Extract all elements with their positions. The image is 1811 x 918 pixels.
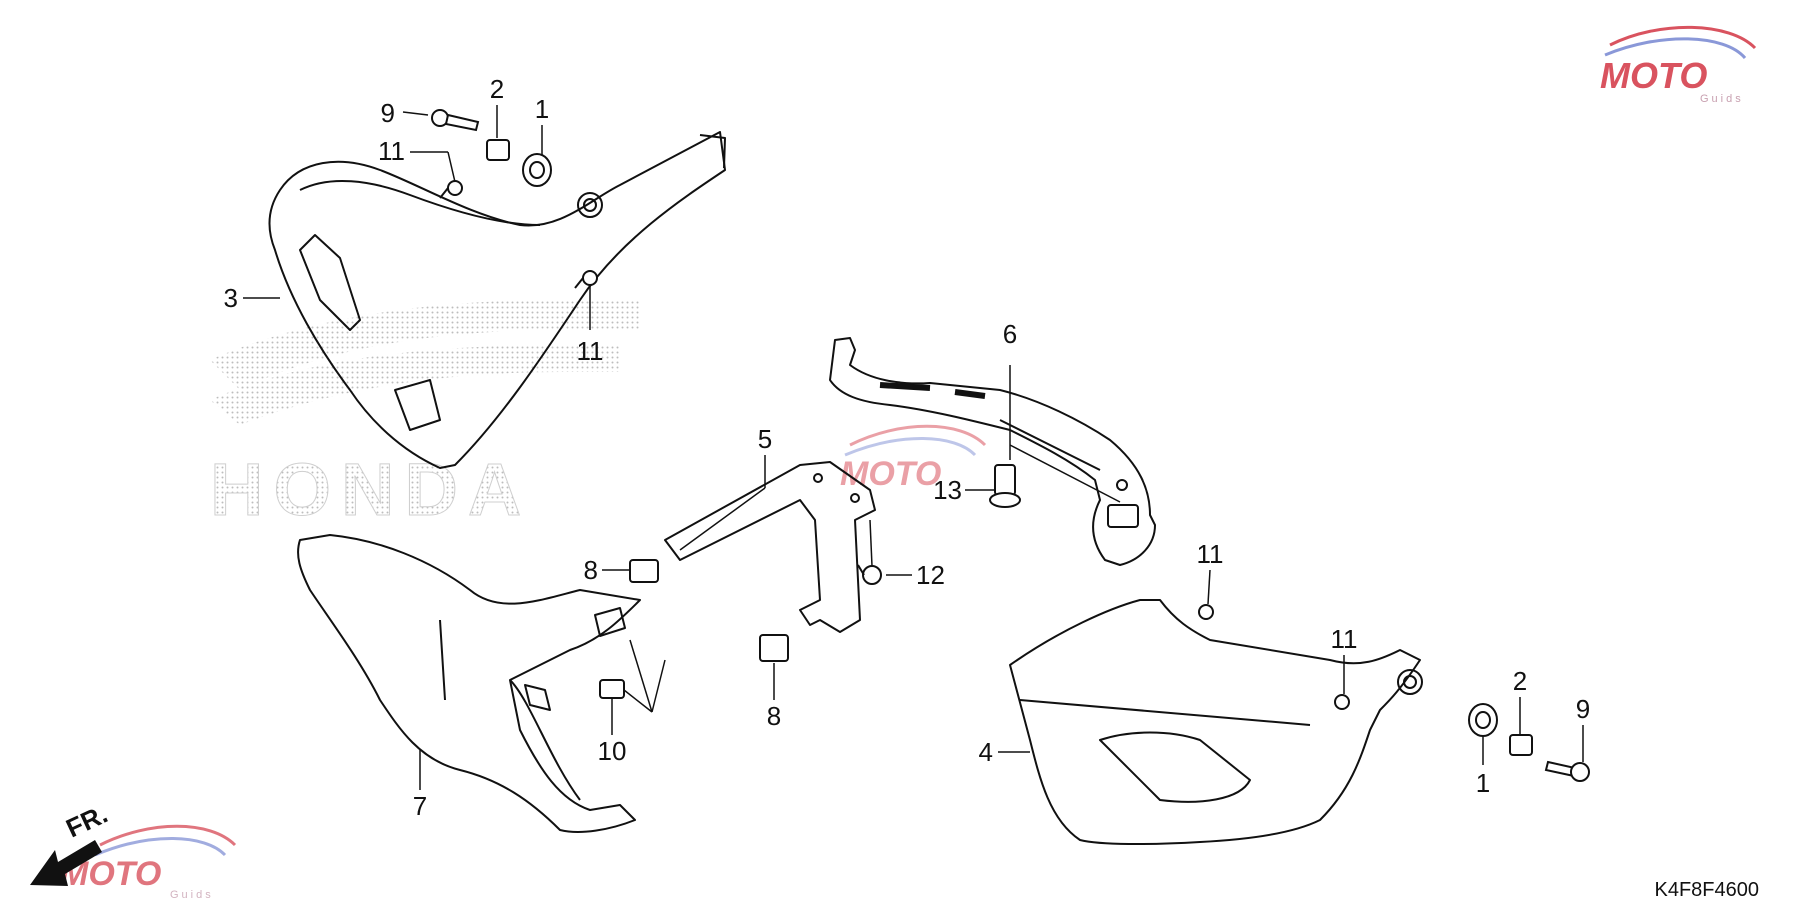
screw-11c (1198, 604, 1214, 620)
fasteners (431, 109, 1590, 782)
callouts: 9 2 1 11 3 11 6 5 13 8 12 8 10 7 11 11 2… (224, 74, 1591, 821)
moto-logo-center: MOTO (840, 424, 987, 493)
clip-8a (629, 559, 659, 583)
screw-11a (439, 180, 463, 199)
callout-12: 12 (916, 560, 945, 590)
callout-11c: 11 (1197, 539, 1224, 569)
callout-1b: 1 (1476, 768, 1490, 798)
callout-9b: 9 (1576, 694, 1590, 724)
callout-8b: 8 (767, 701, 781, 731)
diagram-code: K4F8F4600 (1654, 879, 1759, 901)
leader-lines (243, 105, 1584, 790)
callout-2a: 2 (490, 74, 504, 104)
bolt-12 (857, 564, 882, 585)
callout-13: 13 (933, 475, 962, 505)
part-4-right-cover (1009, 599, 1423, 846)
bolt-9a (431, 109, 480, 132)
moto-logo-top: MOTO Guids (1600, 25, 1757, 105)
callout-8a: 8 (584, 555, 598, 585)
logo-sub-bottom: Guids (170, 889, 214, 901)
screw-11d (1334, 694, 1350, 710)
grommet-1a (522, 153, 552, 187)
part-5-bracket (664, 461, 876, 633)
callout-11d: 11 (1331, 624, 1358, 654)
callout-1a: 1 (535, 94, 549, 124)
part-6-stay (829, 337, 1156, 566)
front-direction-arrow (30, 840, 102, 886)
callout-11b: 11 (577, 336, 604, 366)
logo-text-center: MOTO (840, 455, 941, 493)
honda-watermark: HONDA (210, 300, 640, 532)
callout-9a: 9 (381, 98, 395, 128)
grommet-1b (1468, 703, 1498, 737)
collar-2a (486, 139, 510, 161)
callout-10: 10 (598, 736, 627, 766)
bolt-9b (1544, 760, 1590, 782)
callout-11a: 11 (378, 136, 405, 166)
clip-10 (599, 679, 625, 699)
callout-4: 4 (979, 737, 993, 767)
callout-6: 6 (1003, 319, 1017, 349)
clip-8b (759, 634, 789, 662)
bolt-13 (989, 464, 1021, 508)
part-3-upper-cowl (268, 131, 726, 469)
callout-2b: 2 (1513, 666, 1527, 696)
logo-sub-top: Guids (1700, 93, 1744, 105)
watermark-text: HONDA (210, 448, 531, 531)
collar-2b (1509, 734, 1533, 756)
screw-11b (574, 270, 598, 289)
part-7-lower-cover (297, 534, 641, 833)
logo-text-top: MOTO (1600, 55, 1707, 96)
callout-3: 3 (224, 283, 238, 313)
callout-5: 5 (758, 424, 772, 454)
callout-7: 7 (413, 791, 427, 821)
